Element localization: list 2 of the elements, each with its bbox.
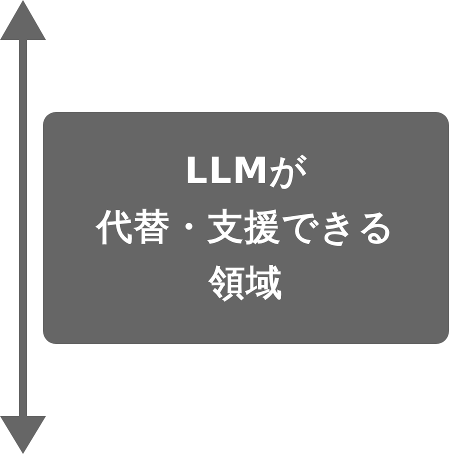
box-label: LLMが代替・支援できる領域 bbox=[94, 150, 396, 306]
label-box bbox=[43, 112, 449, 344]
